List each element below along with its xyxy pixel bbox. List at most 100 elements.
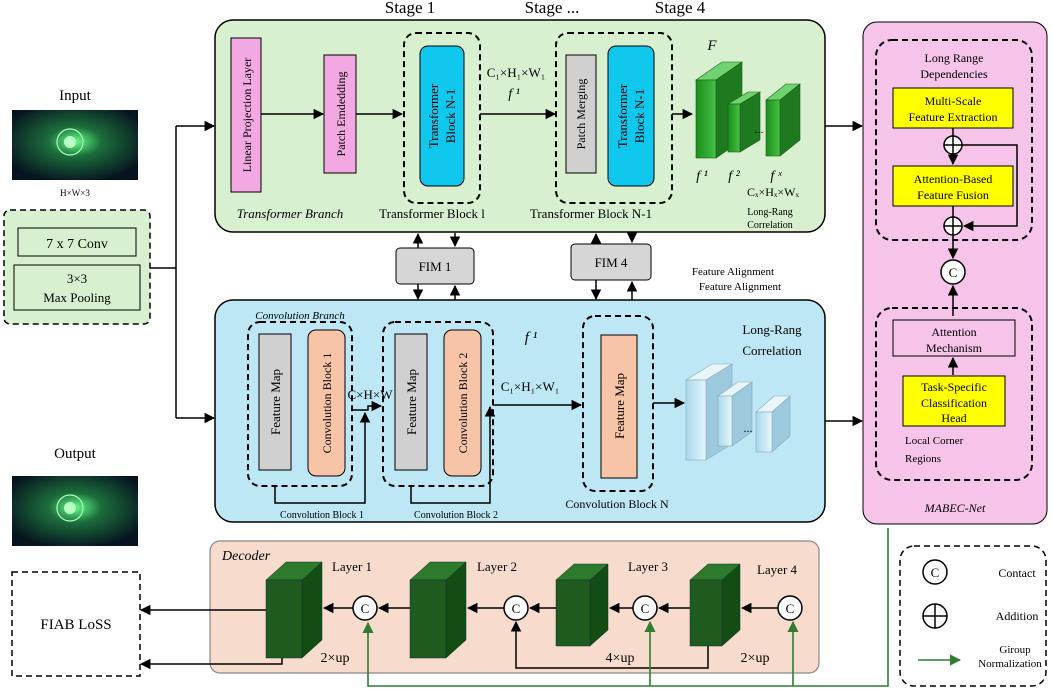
patch-merging-label: Patch Merging [574, 79, 588, 150]
fim-1-box [395, 247, 475, 285]
long-range-label-1: Long Range [925, 51, 984, 65]
transformer-long-rang-1: Long-Rang [747, 207, 793, 218]
transformer-block-1-group [403, 32, 481, 204]
transformer-feature-stack [695, 61, 801, 159]
multiscale-label-1: Multi-Scale [925, 94, 982, 108]
output-image [12, 476, 138, 546]
transformer-branch-label: Transformer Branch [237, 206, 344, 221]
linear-projection-label: Linear Projection Layer [240, 58, 254, 173]
conv7-label: 7 x 7 Conv [46, 237, 108, 252]
long-range-group [875, 39, 1033, 241]
conv-f1-label: f ¹ [525, 330, 538, 346]
fim-4-box [570, 243, 652, 281]
conv-block-n-caption: Convolution Block N [565, 497, 669, 511]
conv1-skip-line [274, 411, 371, 504]
stage-1-label: Stage 1 [385, 0, 436, 17]
attention-fusion-label-1: Attention-Based [914, 172, 993, 186]
transformer-block-1-label-1: Transformer [426, 83, 441, 148]
transformer-block-1-label-2: Block N-1 [443, 89, 458, 144]
input-dims: H×W×3 [60, 188, 90, 198]
conv-block-2-caption: Convolution Block 2 [414, 510, 498, 521]
decoder-concat-symbol-1: C [361, 601, 370, 616]
decoder-layer-3-block [555, 563, 609, 647]
addition-node-2 [943, 216, 963, 236]
transformer-block-n-group [555, 32, 673, 204]
transformer-f2-sub: f ² [728, 169, 740, 184]
conv2-feature-map-label: Feature Map [404, 369, 419, 435]
conv1-feature-map-label: Feature Map [268, 369, 283, 435]
local-corner-group [875, 307, 1033, 481]
stage-4-label: Stage 4 [655, 0, 706, 17]
fim-arrows [412, 232, 638, 301]
transformer-block-1-caption: Transformer Block l [379, 206, 485, 221]
legend-contact-label: Contact [998, 566, 1036, 580]
attention-mechanism-label-1: Attention [931, 325, 976, 339]
transformer-block-1-box [419, 45, 465, 187]
patch-embedding-label: Patch Emdedding [334, 72, 348, 157]
decoder-concat-symbol-3: C [641, 601, 650, 616]
input-image [12, 110, 138, 180]
decoder-layer-2-block [409, 561, 467, 659]
decoder-up-1: 2×up [321, 651, 350, 666]
transformer-fx-sub: f ˣ [770, 169, 782, 184]
transformer-feat-dims: C₁×H₁×W₁ [487, 65, 546, 80]
decoder-layer-3-label: Layer 3 [628, 559, 668, 574]
local-corner-label-1: Local Corner [905, 435, 964, 447]
conv-block-1-group [247, 321, 353, 487]
fiab-loss-label: FIAB LoSS [40, 617, 111, 633]
legend-group-label-1: Giroup [999, 644, 1031, 656]
legend-addition-label: Addition [996, 609, 1039, 623]
transformer-block-n-caption: Transformer Block N-1 [530, 206, 652, 221]
task-head-label-3: Head [941, 411, 966, 425]
feature-alignment-1: Feature Alignment [692, 266, 774, 278]
decoder-up-3: 2×up [741, 651, 770, 666]
convolution-branch-label: Convolution Branch [255, 310, 345, 322]
conv1-to-conv2-arrow [352, 400, 383, 412]
residual-line [962, 144, 1018, 232]
decoder-layer-1-label: Layer 1 [332, 559, 372, 574]
input-title: Input [59, 88, 91, 104]
transformer-f1-label: f ¹ [508, 87, 520, 102]
conv-c1h1w1-label: C₁×H₁×W₁ [501, 379, 560, 394]
decoder-layer-2-label: Layer 2 [477, 559, 517, 574]
feature-alignment-2: Feature Alignment [699, 281, 781, 293]
maxpool-label-1: 3×3 [67, 271, 87, 286]
convN-feature-map-label: Feature Map [612, 373, 627, 439]
multiscale-box [892, 87, 1014, 129]
convN-feature-map-box [600, 334, 638, 479]
decoder-layer-4-label: Layer 4 [757, 562, 798, 577]
output-title: Output [54, 446, 97, 462]
attention-mechanism-label-2: Mechanism [926, 341, 983, 355]
stage-mid-label: Stage ... [525, 0, 580, 17]
conv-block-1-label: Convolution Block 1 [320, 353, 334, 454]
conv-long-rang-1: Long-Rang [742, 322, 802, 337]
attention-fusion-box [892, 165, 1014, 207]
patch-merging-box [565, 54, 597, 174]
group-normalization-lines [362, 528, 889, 687]
conv-dots: ... [744, 421, 753, 435]
decoder-concat-symbol-4: C [786, 601, 795, 616]
legend-group-label-2: Normalization [978, 658, 1042, 670]
long-range-label-2: Dependencies [920, 67, 988, 81]
conv1-feature-map-box [258, 333, 292, 471]
fiab-loss-box [11, 571, 141, 677]
conv-chw-label: C×H×W [348, 387, 394, 402]
transformer-F-label: F [706, 38, 717, 54]
local-corner-label-2: Regions [905, 453, 941, 465]
decoder-layer-4-block [689, 563, 741, 647]
transformer-block-n-box [607, 45, 655, 187]
transformer-f1-sub: f ¹ [696, 169, 708, 184]
conv-block-2-box [443, 329, 482, 477]
conv2-feature-map-box [394, 333, 428, 471]
legend-contact-icon [922, 559, 948, 585]
task-head-label-1: Task-Specific [921, 380, 987, 394]
decoder-flow-arrows [139, 602, 778, 670]
conv-block-1-caption: Convolution Block 1 [280, 510, 364, 521]
transformer-dots: ... [755, 122, 764, 136]
conv-block-2-label: Convolution Block 2 [456, 353, 470, 454]
convolution-feature-stack [684, 363, 791, 461]
legend-contact-symbol: C [931, 565, 940, 580]
maxpool-label-2: Max Pooling [43, 290, 111, 305]
attention-mechanism-box [892, 319, 1016, 357]
